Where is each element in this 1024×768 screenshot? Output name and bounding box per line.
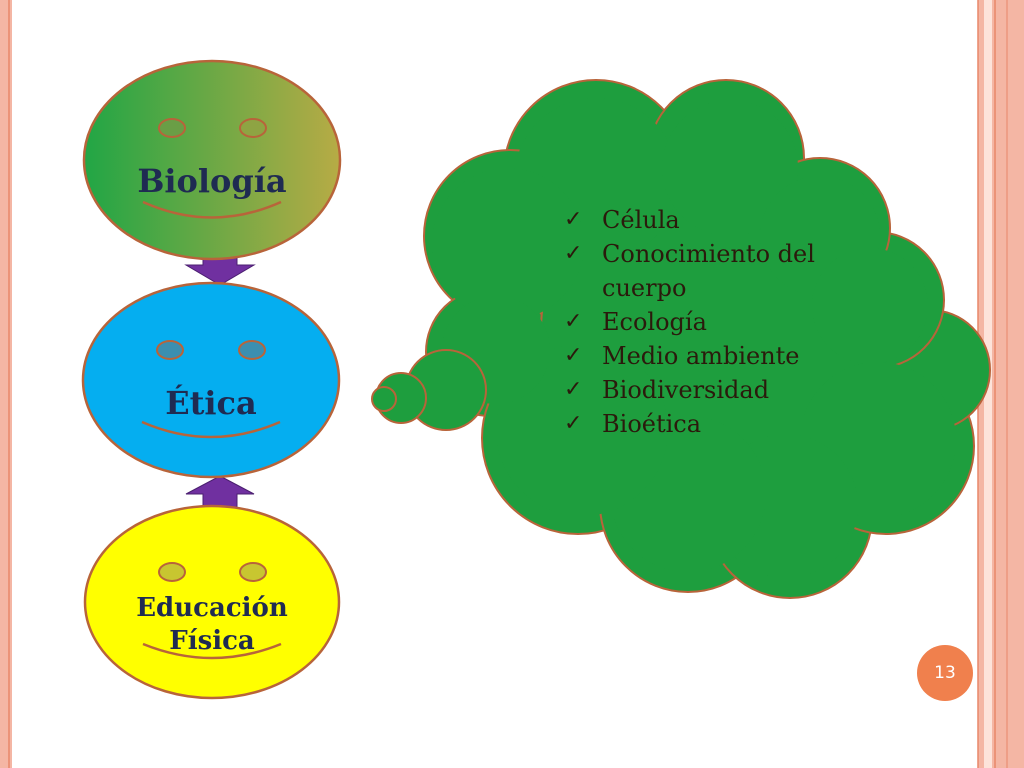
- cloud-fill-cover: [432, 98, 956, 578]
- right-eye-icon: [239, 118, 267, 138]
- left-eye-icon: [158, 118, 186, 138]
- face-label-biologia: Biología: [137, 162, 286, 200]
- list-item: ✓ Bioética: [562, 407, 852, 441]
- list-item-label: Bioética: [602, 410, 702, 438]
- smile-icon: [141, 420, 281, 439]
- list-item-label: Biodiversidad: [602, 376, 770, 404]
- list-item-label: Conocimiento del cuerpo: [602, 240, 815, 302]
- list-item: ✓ Ecología: [562, 305, 852, 339]
- face-shape: [82, 59, 342, 261]
- thought-bubble-dot: [371, 386, 397, 412]
- biologia-face: Biología: [82, 59, 342, 261]
- face-shape: [83, 504, 341, 700]
- check-mark-icon: ✓: [564, 309, 583, 334]
- educacion-fisica-face: Educación Física: [83, 504, 341, 700]
- left-eye-icon: [156, 340, 184, 360]
- list-item-label: Medio ambiente: [602, 342, 800, 370]
- arrow-educacion-to-etica: [185, 475, 255, 509]
- smile-icon: [142, 200, 282, 219]
- smile-icon: [142, 642, 282, 660]
- right-eye-icon: [239, 562, 267, 582]
- list-item: ✓ Medio ambiente: [562, 339, 852, 373]
- left-eye-icon: [158, 562, 186, 582]
- etica-face: Ética: [81, 281, 341, 479]
- check-mark-icon: ✓: [564, 343, 583, 368]
- face-label-educacion-line-1: Educación: [136, 593, 288, 623]
- right-eye-icon: [238, 340, 266, 360]
- check-mark-icon: ✓: [564, 207, 583, 232]
- check-mark-icon: ✓: [564, 377, 583, 402]
- list-item: ✓ Célula: [562, 203, 852, 237]
- check-mark-icon: ✓: [564, 411, 583, 436]
- list-item-label: Célula: [602, 206, 680, 234]
- face-shape: [81, 281, 341, 479]
- list-item: ✓ Conocimiento del cuerpo: [562, 237, 852, 305]
- left-frame-border: [0, 0, 12, 768]
- face-label-educacion-line-2: Física: [169, 626, 255, 656]
- list-item: ✓ Biodiversidad: [562, 373, 852, 407]
- list-item-label: Ecología: [602, 308, 707, 336]
- check-mark-icon: ✓: [564, 241, 583, 266]
- cloud-check-list: ✓ Célula ✓ Conocimiento del cuerpo ✓ Ecolog…: [562, 203, 852, 441]
- face-label-etica: Ética: [165, 384, 257, 422]
- page-number-badge: 13: [917, 645, 973, 701]
